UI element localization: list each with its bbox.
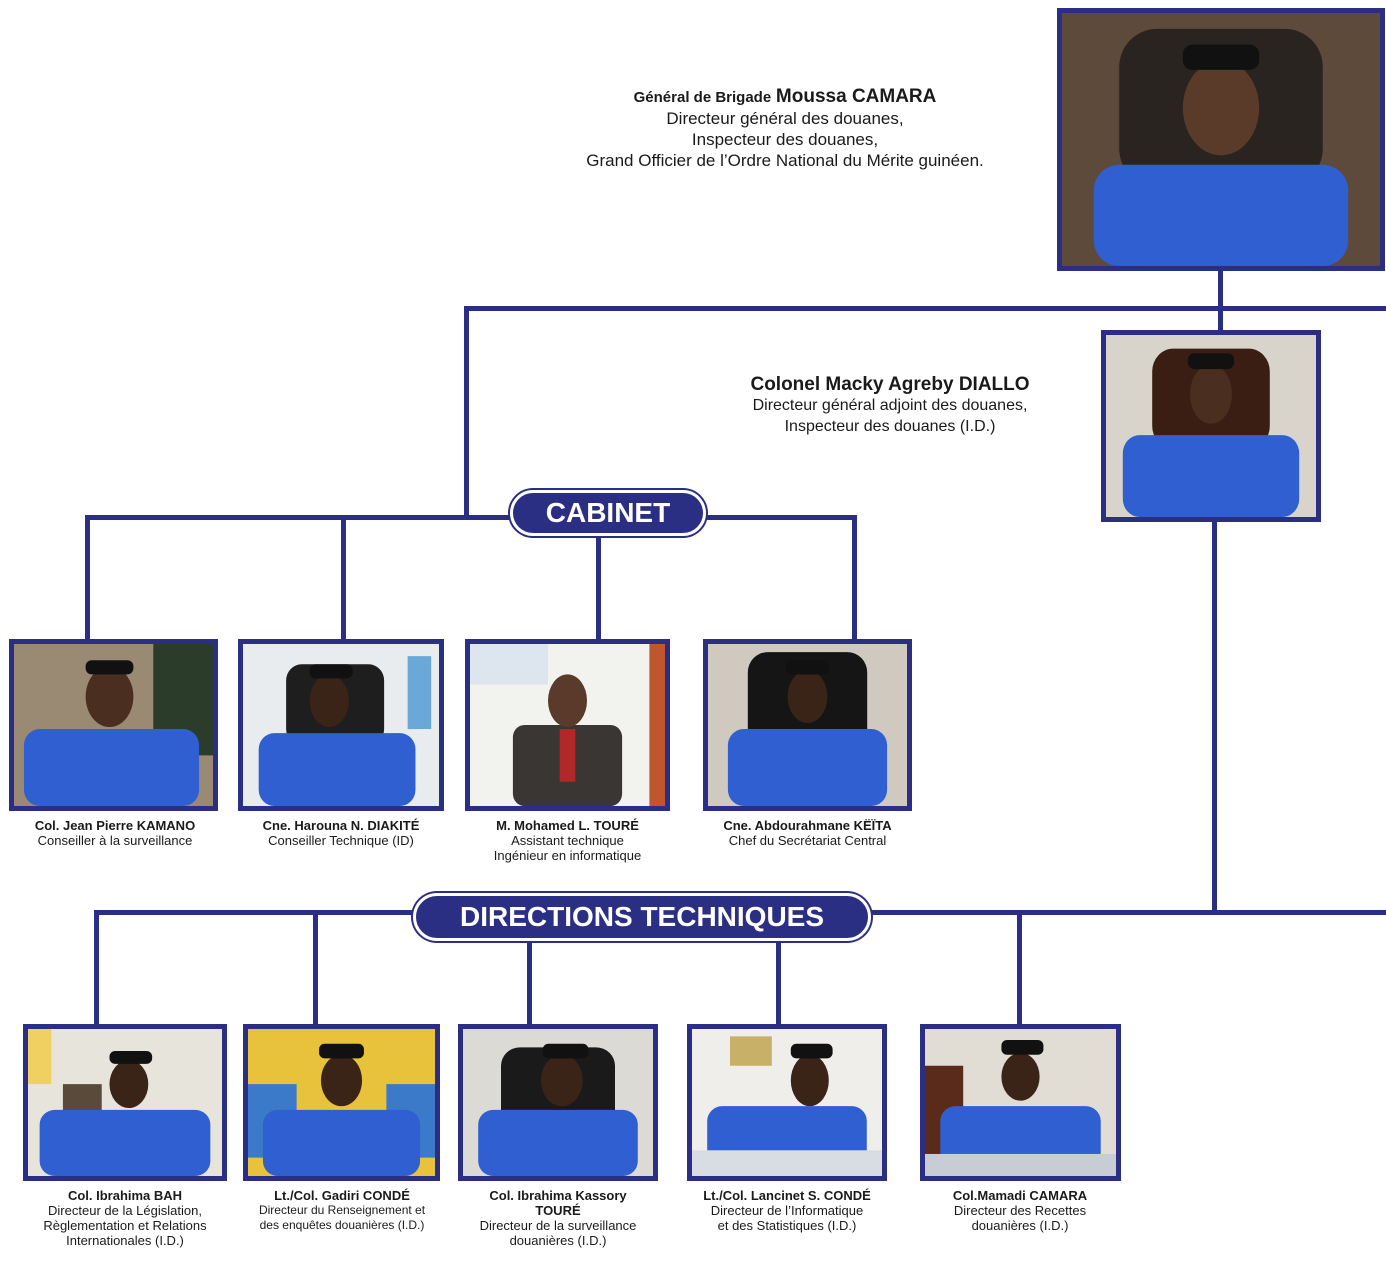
connector-cabinet-2 (341, 515, 346, 641)
connector-cabinet-1 (85, 515, 90, 641)
direction-member-role: Directeur de la Législation, (48, 1203, 202, 1218)
connector-dg-stem (1218, 268, 1223, 332)
direction-member-role: et des Statistiques (I.D.) (717, 1218, 857, 1233)
director-general-name: Moussa CAMARA (775, 86, 937, 107)
direction-member-role: Directeur de l’Informatique (710, 1203, 864, 1218)
cabinet-member-role: Conseiller Technique (ID) (268, 833, 414, 848)
cabinet-member-caption: M. Mohamed L. TOURÉ Assistant technique … (455, 818, 680, 863)
direction-member-portrait (920, 1024, 1121, 1181)
cabinet-member-role: Assistant technique (511, 833, 624, 848)
direction-member-portrait (687, 1024, 887, 1181)
connector-cabinet-horizontal (85, 515, 857, 520)
deputy-director-role-2: Inspecteur des douanes (I.D.) (784, 418, 996, 435)
direction-member-role: Directeur du Renseignement et (258, 1203, 426, 1217)
cabinet-member-role: Chef du Secrétariat Central (728, 833, 887, 848)
direction-member-role: Directeur des Recettes (953, 1203, 1087, 1218)
cabinet-member-name: Col. Jean Pierre KAMANO (34, 818, 196, 833)
connector-deputy-stem (1212, 520, 1217, 914)
cabinet-member-name: Cne. Harouna N. DIAKITÉ (262, 818, 420, 833)
director-general-title: Général de Brigade Moussa CAMARA (505, 86, 1065, 108)
cabinet-member-name: M. Mohamed L. TOURÉ (496, 818, 639, 833)
connector-cabinet-4 (852, 515, 857, 641)
direction-member-portrait (458, 1024, 658, 1181)
direction-member-name: Col. Ibrahima BAH (67, 1188, 183, 1203)
direction-member-name: Lt./Col. Lancinet S. CONDÉ (703, 1188, 871, 1203)
direction-member-caption: Col. Ibrahima BAH Directeur de la Législ… (10, 1188, 240, 1248)
connector-cabinet-drop (464, 306, 469, 516)
connector-direction-3 (527, 930, 532, 1028)
connector-cabinet-3 (596, 530, 601, 641)
director-general-caption: Général de Brigade Moussa CAMARA Directe… (505, 86, 1065, 171)
cabinet-member-portrait (238, 639, 444, 811)
direction-member-portrait (23, 1024, 227, 1181)
direction-member-role: douanières (I.D.) (971, 1218, 1069, 1233)
connector-top-horizontal (464, 306, 1386, 311)
cabinet-member-role: Ingénieur en informatique (493, 848, 642, 863)
direction-member-role: des enquêtes douanières (I.D.) (259, 1218, 425, 1232)
direction-member-caption: Col.Mamadi CAMARA Directeur des Recettes… (910, 1188, 1130, 1233)
direction-member-role: Règlementation et Relations (43, 1218, 207, 1233)
cabinet-member-portrait (703, 639, 912, 811)
cabinet-member-caption: Col. Jean Pierre KAMANO Conseiller à la … (0, 818, 230, 848)
connector-direction-2 (313, 910, 318, 1028)
directions-header-label: DIRECTIONS TECHNIQUES (413, 893, 871, 941)
direction-member-role: douanières (I.D.) (509, 1233, 607, 1248)
direction-member-caption: Col. Ibrahima Kassory TOURÉ Directeur de… (448, 1188, 668, 1248)
deputy-director-caption: Colonel Macky Agreby DIALLO Directeur gé… (690, 374, 1090, 437)
connector-direction-1 (94, 910, 99, 1028)
cabinet-header-label: CABINET (510, 490, 706, 536)
director-general-role-1: Directeur général des douanes, (666, 109, 904, 128)
direction-member-caption: Lt./Col. Gadiri CONDÉ Directeur du Rense… (232, 1188, 452, 1233)
direction-member-name: Col.Mamadi CAMARA (952, 1188, 1088, 1203)
connector-direction-5 (1017, 910, 1022, 1028)
direction-member-name-line2: TOURÉ (535, 1203, 581, 1218)
cabinet-member-portrait (465, 639, 670, 811)
cabinet-member-name: Cne. Abdourahmane KËÏTA (723, 818, 892, 833)
direction-member-caption: Lt./Col. Lancinet S. CONDÉ Directeur de … (677, 1188, 897, 1233)
direction-member-name: Lt./Col. Gadiri CONDÉ (274, 1188, 410, 1203)
director-general-role-3: Grand Officier de l’Ordre National du Mé… (586, 151, 984, 170)
cabinet-member-role: Conseiller à la surveillance (37, 833, 193, 848)
direction-member-portrait (243, 1024, 440, 1181)
connector-direction-4 (776, 910, 781, 1028)
director-general-rank: Général de Brigade (633, 89, 772, 106)
cabinet-member-caption: Cne. Harouna N. DIAKITÉ Conseiller Techn… (228, 818, 454, 848)
cabinet-member-caption: Cne. Abdourahmane KËÏTA Chef du Secrétar… (690, 818, 925, 848)
cabinet-member-portrait (9, 639, 218, 811)
direction-member-role: Directeur de la surveillance (479, 1218, 637, 1233)
direction-member-name: Col. Ibrahima Kassory (489, 1188, 627, 1203)
direction-member-role: Internationales (I.D.) (66, 1233, 184, 1248)
director-general-portrait (1057, 8, 1385, 271)
director-general-role-2: Inspecteur des douanes, (691, 130, 879, 149)
deputy-director-name: Colonel Macky Agreby DIALLO (750, 374, 1030, 395)
deputy-director-portrait (1101, 330, 1321, 522)
deputy-director-role-1: Directeur général adjoint des douanes, (752, 397, 1028, 414)
